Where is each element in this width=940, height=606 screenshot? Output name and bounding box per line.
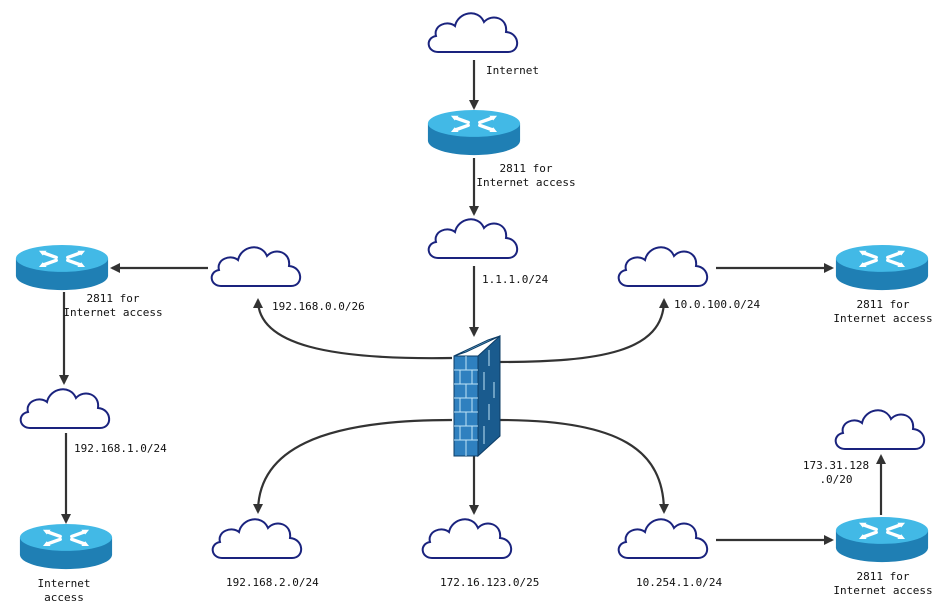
router-right-bottom-label-line1: 2811 for (857, 570, 910, 583)
net-10-0-100-label: 10.0.100.0/24 (674, 298, 760, 311)
cloud-icon (427, 218, 519, 259)
clouds (19, 12, 926, 559)
net-1-1-1-label: 1.1.1.0/24 (482, 273, 549, 286)
cloud-icon (427, 12, 519, 53)
edge-firewall-to-10-0-100 (497, 298, 669, 364)
router-right-label-line2: Internet access (833, 312, 932, 325)
router-icon (18, 522, 114, 571)
net-173-31-128-label-line1: 173.31.128 (803, 459, 869, 472)
router-top-label-line2: Internet access (476, 176, 575, 189)
router-right-bottom-label-line2: Internet access (833, 584, 932, 597)
edge-firewall-to-192-168-2 (253, 418, 453, 514)
cloud-icon (834, 409, 926, 450)
cloud-icon (211, 518, 303, 559)
edges (59, 60, 886, 545)
router-icon (834, 515, 930, 564)
edge-firewall-to-192-168-0 (253, 298, 453, 360)
internet-top-label: Internet (486, 64, 539, 77)
firewall-icon (453, 334, 501, 458)
net-10-254-1-label: 10.254.1.0/24 (636, 576, 722, 589)
router-left-label-line1: 2811 for (87, 292, 140, 305)
router-icon (834, 243, 930, 292)
router-left-bottom-label-line2: access (44, 591, 84, 604)
cloud-icon (617, 518, 709, 559)
labels: Internet 2811 for Internet access 1.1.1.… (38, 64, 933, 604)
net-192-168-1-label: 192.168.1.0/24 (74, 442, 167, 455)
router-right-label-line1: 2811 for (857, 298, 910, 311)
cloud-icon (617, 246, 709, 287)
router-icon (14, 243, 110, 292)
router-left-bottom-label-line1: Internet (38, 577, 91, 590)
cloud-icon (210, 246, 302, 287)
cloud-icon (421, 518, 513, 559)
net-173-31-128-label-line2: .0/20 (819, 473, 852, 486)
router-left-label-line2: Internet access (63, 306, 162, 319)
edge-firewall-to-10-254-1 (499, 418, 669, 514)
router-icon (426, 108, 522, 157)
net-192-168-2-label: 192.168.2.0/24 (226, 576, 319, 589)
cloud-icon (19, 388, 111, 429)
router-top-label-line1: 2811 for (500, 162, 553, 175)
routers (14, 108, 930, 571)
net-172-16-123-label: 172.16.123.0/25 (440, 576, 539, 589)
net-192-168-0-label: 192.168.0.0/26 (272, 300, 365, 313)
